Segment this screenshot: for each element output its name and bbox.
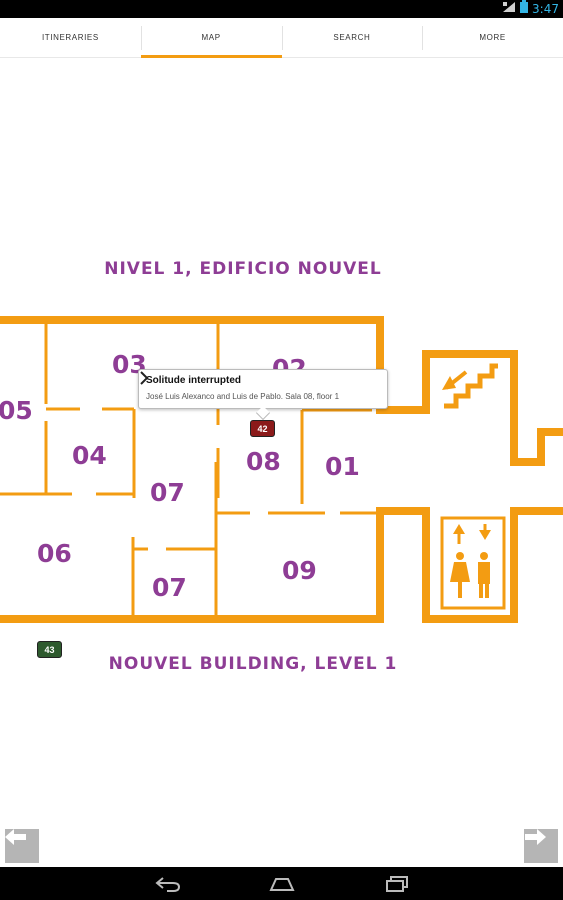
recents-icon[interactable]	[384, 875, 410, 893]
chevron-right-icon[interactable]	[139, 370, 149, 386]
floor-map[interactable]: NIVEL 1, EDIFICIO NOUVEL NOUVEL BUILDING…	[0, 58, 563, 867]
tab-itineraries[interactable]: ITINERARIES	[41, 33, 99, 42]
map-title-bottom: NOUVEL BUILDING, LEVEL 1	[108, 654, 398, 674]
room-label[interactable]: 07	[152, 573, 187, 602]
tab-more[interactable]: MORE	[422, 18, 563, 57]
artwork-marker-42[interactable]: 42	[250, 420, 275, 437]
home-icon[interactable]	[268, 875, 296, 893]
room-label[interactable]: 01	[325, 452, 360, 481]
room-label[interactable]: 06	[37, 539, 72, 568]
room-label[interactable]: 04	[72, 441, 107, 470]
status-area: 3:47	[502, 0, 559, 18]
stairs-icon	[442, 363, 498, 409]
arrow-right-icon	[525, 829, 546, 845]
callout-title: Solitude interrupted	[146, 375, 241, 386]
signal-icon	[502, 0, 516, 18]
map-title-top: NIVEL 1, EDIFICIO NOUVEL	[104, 259, 382, 279]
floor-plan-walls	[0, 316, 563, 623]
restroom-icon	[450, 552, 490, 598]
battery-icon	[520, 0, 529, 18]
artwork-callout[interactable]: Solitude interrupted José Luis Alexanco …	[138, 369, 388, 421]
previous-floor-button[interactable]	[5, 829, 39, 863]
status-bar: 3:47	[0, 0, 563, 18]
back-icon[interactable]	[155, 875, 181, 893]
room-label[interactable]: 09	[282, 556, 317, 585]
tab-map[interactable]: MAP	[140, 18, 282, 58]
status-time: 3:47	[532, 2, 559, 16]
next-floor-button[interactable]	[524, 829, 558, 863]
tab-bar: ITINERARIES MAP SEARCH MORE	[0, 18, 563, 58]
elevator-icon	[450, 524, 491, 598]
room-label[interactable]: 08	[246, 447, 281, 476]
room-label[interactable]: 07	[150, 478, 185, 507]
tab-search[interactable]: SEARCH	[281, 18, 423, 57]
callout-subtitle: José Luis Alexanco and Luis de Pablo. Sa…	[146, 392, 340, 401]
arrow-left-icon	[5, 829, 26, 845]
system-nav-bar	[0, 867, 563, 900]
artwork-marker-43[interactable]: 43	[37, 641, 62, 658]
room-label[interactable]: 05	[0, 396, 33, 425]
